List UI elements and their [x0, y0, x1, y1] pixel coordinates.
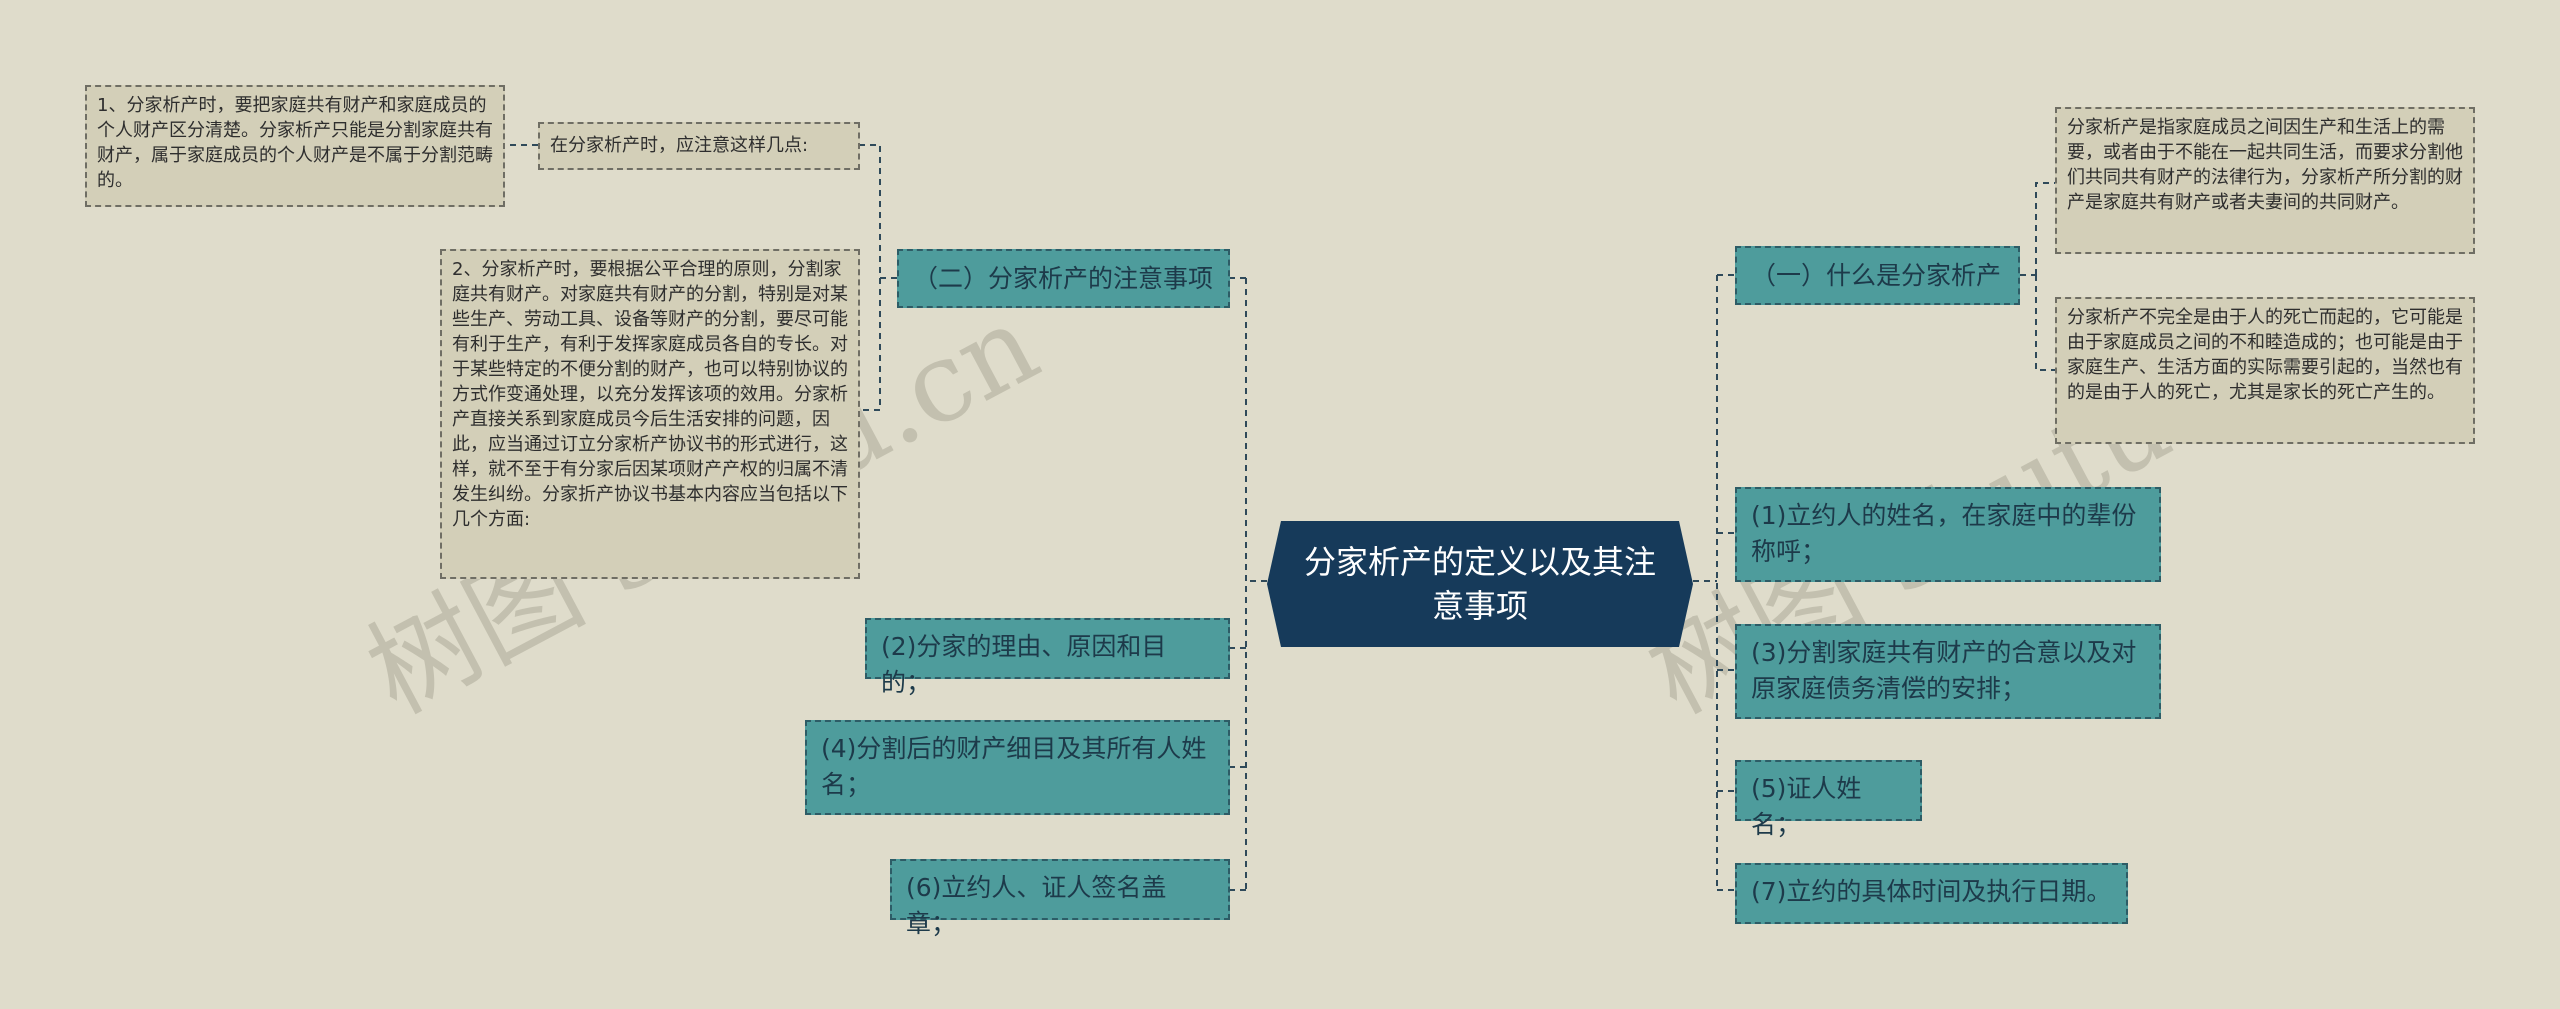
- branch-partition-notes[interactable]: （二）分家析产的注意事项: [897, 249, 1230, 308]
- item-5-witness-names[interactable]: (5)证人姓名；: [1735, 760, 1922, 839]
- item-2-label: (2)分家的理由、原因和目的；: [881, 632, 1167, 697]
- item-6-signatures[interactable]: (6)立约人、证人签名盖章；: [890, 859, 1230, 938]
- item-2-reason[interactable]: (2)分家的理由、原因和目的；: [865, 618, 1230, 697]
- item-1-signer-names[interactable]: (1)立约人的姓名，在家庭中的辈份称呼；: [1735, 487, 2161, 582]
- definition-note-1-text: 分家析产是指家庭成员之间因生产和生活上的需要，或者由于不能在一起共同生活，而要求…: [2067, 117, 2463, 213]
- note-point-1-text: 1、分家析产时，要把家庭共有财产和家庭成员的个人财产区分清楚。分家析产只能是分割…: [97, 95, 493, 191]
- link-branch2-spine: [860, 144, 897, 411]
- note-point-2[interactable]: 2、分家析产时，要根据公平合理的原则，分割家庭共有财产。对家庭共有财产的分割，特…: [440, 249, 860, 579]
- note-point-2-text: 2、分家析产时，要根据公平合理的原则，分割家庭共有财产。对家庭共有财产的分割，特…: [452, 259, 848, 530]
- notes-intro[interactable]: 在分家析产时，应注意这样几点:: [538, 122, 860, 170]
- branch-what-is-partition[interactable]: （一）什么是分家析产: [1735, 246, 2020, 305]
- item-5-label: (5)证人姓名；: [1751, 774, 1862, 839]
- item-6-label: (6)立约人、证人签名盖章；: [906, 873, 1167, 938]
- item-4-label: (4)分割后的财产细目及其所有人姓名；: [821, 734, 1207, 799]
- definition-note-2[interactable]: 分家析产不完全是由于人的死亡而起的，它可能是由于家庭成员之间的不和睦造成的；也可…: [2055, 297, 2475, 444]
- item-7-label: (7)立约的具体时间及执行日期。: [1751, 877, 2112, 906]
- root-topic[interactable]: 分家析产的定义以及其注意事项: [1267, 521, 1693, 647]
- item-7-dates[interactable]: (7)立约的具体时间及执行日期。: [1735, 863, 2128, 924]
- item-3-label: (3)分割家庭共有财产的合意以及对原家庭债务清偿的安排；: [1751, 638, 2137, 703]
- root-topic-label: 分家析产的定义以及其注意事项: [1303, 543, 1656, 625]
- branch-what-is-partition-label: （一）什么是分家析产: [1751, 261, 2002, 290]
- item-3-agreement-debts[interactable]: (3)分割家庭共有财产的合意以及对原家庭债务清偿的安排；: [1735, 624, 2161, 719]
- link-branch1-spine: [2020, 182, 2055, 371]
- definition-note-2-text: 分家析产不完全是由于人的死亡而起的，它可能是由于家庭成员之间的不和睦造成的；也可…: [2067, 307, 2463, 403]
- item-1-label: (1)立约人的姓名，在家庭中的辈份称呼；: [1751, 501, 2137, 566]
- notes-intro-text: 在分家析产时，应注意这样几点:: [550, 135, 809, 156]
- item-4-property-details[interactable]: (4)分割后的财产细目及其所有人姓名；: [805, 720, 1230, 815]
- note-point-1[interactable]: 1、分家析产时，要把家庭共有财产和家庭成员的个人财产区分清楚。分家析产只能是分割…: [85, 85, 505, 207]
- branch-partition-notes-label: （二）分家析产的注意事项: [913, 264, 1214, 293]
- definition-note-1[interactable]: 分家析产是指家庭成员之间因生产和生活上的需要，或者由于不能在一起共同生活，而要求…: [2055, 107, 2475, 254]
